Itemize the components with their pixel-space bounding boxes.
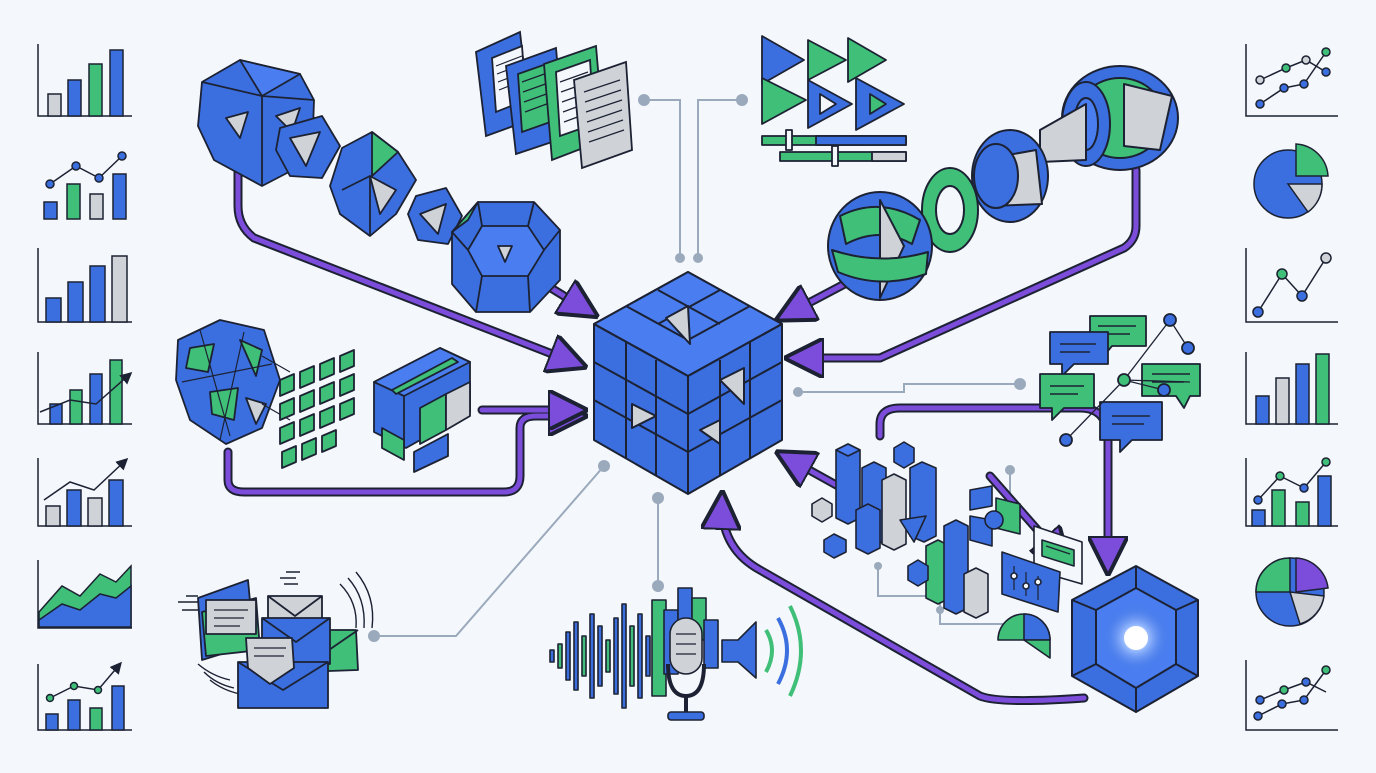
capsule-icon <box>827 65 1179 301</box>
bar-chart-icon <box>37 248 132 323</box>
polyhedra-icon <box>197 59 561 313</box>
hexagon-core-icon <box>1071 565 1199 713</box>
left-chart-column <box>37 44 133 731</box>
block-cluster-icon <box>373 347 471 473</box>
thin-connectors <box>368 94 1026 642</box>
line-chart-icon <box>1245 248 1338 323</box>
bar-chart-3d-icon <box>811 441 1083 659</box>
waveform-icon <box>549 603 651 709</box>
central-cube <box>593 271 783 495</box>
area-chart-icon <box>37 560 132 629</box>
bar-line-chart-icon <box>37 661 132 731</box>
play-icon <box>761 35 907 167</box>
scatter-chart-icon <box>1245 660 1338 731</box>
pie-chart-icon <box>1255 557 1329 627</box>
line-chart-icon <box>1245 44 1338 117</box>
bar-line-chart-icon <box>1245 457 1338 527</box>
bar-chart-icon <box>37 44 132 117</box>
map-icon <box>175 319 471 473</box>
grid-icon <box>261 349 355 469</box>
microphone-icon <box>549 587 803 721</box>
bar-chart-icon <box>1245 352 1338 425</box>
document-stack-icon <box>475 30 633 170</box>
chat-bubble-icon <box>1039 313 1201 453</box>
envelope-icon <box>178 571 374 709</box>
pie-chart-icon <box>1253 143 1329 219</box>
trend-chart-icon <box>37 457 132 527</box>
bar-line-chart-icon <box>43 151 127 220</box>
right-chart-column <box>1245 44 1338 731</box>
trend-chart-icon <box>37 352 133 425</box>
